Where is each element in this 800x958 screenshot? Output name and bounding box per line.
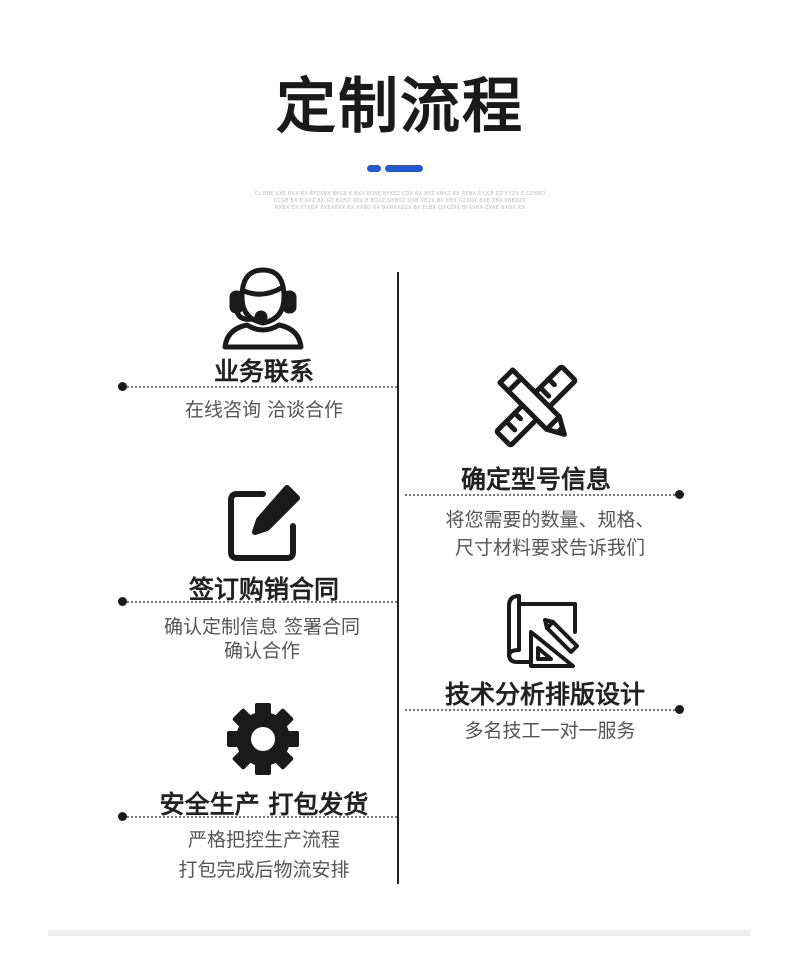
step-desc-design: 多名技工一对一服务 xyxy=(464,720,636,742)
timeline-line xyxy=(397,272,399,884)
timeline-node xyxy=(675,490,684,499)
edit-document-icon xyxy=(225,484,301,564)
step-desc-contract-2: 确认合作 xyxy=(223,640,300,662)
step-title-production: 安全生产 打包发货 xyxy=(159,790,369,819)
step-desc-model-info-2: 尺寸材料要求告诉我们 xyxy=(454,537,645,559)
tagline-line-3: RXBX EX XTXDX XXBXBXX BX XXBD RX BXNXXDZ… xyxy=(274,205,526,211)
timeline-node xyxy=(118,382,127,391)
step-desc-production-2: 打包完成后物流安排 xyxy=(178,859,350,881)
step-title-design: 技术分析排版设计 xyxy=(444,680,645,709)
title-accent-dot xyxy=(367,165,381,172)
dotted-connector xyxy=(127,816,397,818)
tagline-line-2: CCGE BX E XXZ BX GZ BXBD XBX E BQXZ NXBX… xyxy=(273,198,527,204)
step-desc-model-info-1: 将您需要的数量、规格、 xyxy=(445,509,655,531)
dotted-connector xyxy=(127,601,397,603)
title-accent-bar xyxy=(385,165,423,172)
timeline-node xyxy=(118,597,127,606)
step-title-contract: 签订购销合同 xyxy=(188,575,339,604)
step-desc-production-1: 严格把控生产流程 xyxy=(187,829,340,851)
step-desc-contact: 在线咨询 洽谈合作 xyxy=(184,399,344,421)
gear-icon xyxy=(225,701,301,777)
footer-divider xyxy=(48,930,750,936)
step-desc-contract-1: 确认定制信息 签署合同 xyxy=(163,616,361,638)
dotted-connector xyxy=(127,386,397,388)
blueprint-triangle-icon xyxy=(505,592,585,670)
step-title-model-info: 确定型号信息 xyxy=(460,465,611,494)
dotted-connector xyxy=(405,494,675,496)
step-title-contact: 业务联系 xyxy=(213,357,314,386)
timeline-node xyxy=(675,705,684,714)
timeline-node xyxy=(118,812,127,821)
dotted-connector xyxy=(405,709,675,711)
ruler-pencil-icon xyxy=(494,364,578,448)
headset-agent-icon xyxy=(221,265,305,351)
tagline-line-1: CL BBE XXE BXX RX BYZXBX BEGX E BXX BOXE… xyxy=(254,191,546,197)
page-title: 定制流程 xyxy=(276,72,524,142)
